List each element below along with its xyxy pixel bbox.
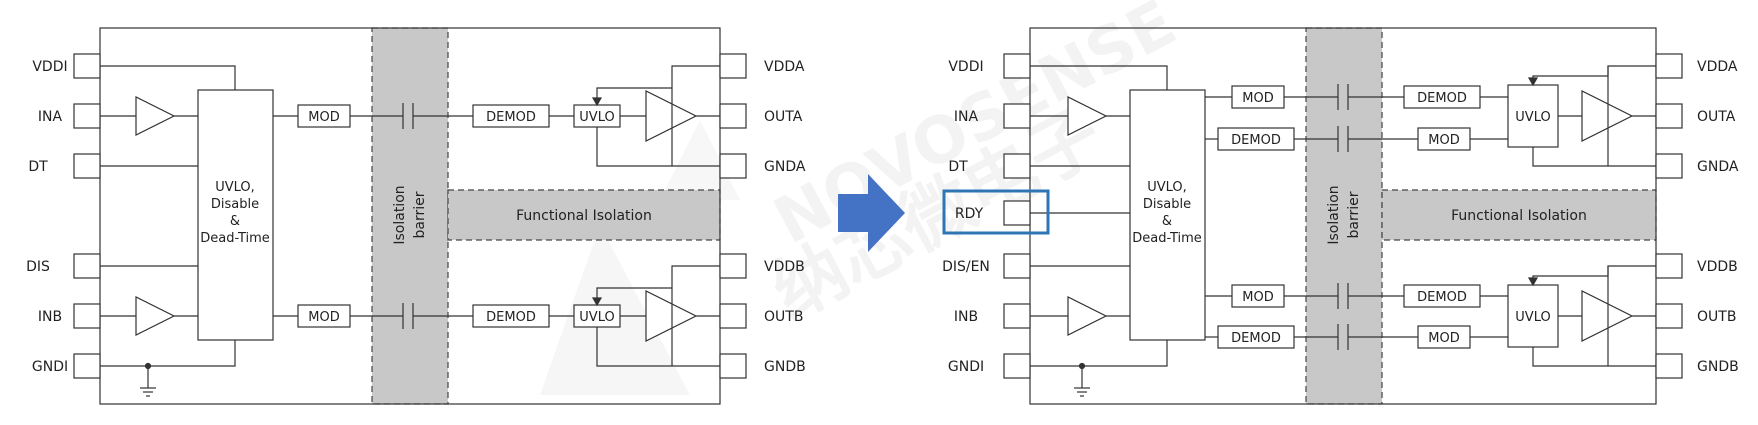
left-pin-ina: INA <box>38 109 63 125</box>
left-uvlo-b: UVLO <box>579 310 614 325</box>
left-pin-dis: DIS <box>26 259 50 275</box>
left-demod-b: DEMOD <box>486 310 536 325</box>
left-core-line-4: Dead-Time <box>200 231 270 246</box>
right-buffer-b <box>1067 296 1108 336</box>
right-pin-vddb: VDDB <box>1697 259 1738 275</box>
left-pin-gndi: GNDI <box>32 359 68 375</box>
right-pin-inb: INB <box>954 309 978 325</box>
right-pin-vdda: VDDA <box>1697 59 1738 75</box>
right-core-line-1: UVLO, <box>1147 180 1187 195</box>
left-pin-vdda: VDDA <box>764 59 805 75</box>
left-pin-gnda: GNDA <box>764 159 806 175</box>
left-core-block <box>197 89 274 341</box>
left-pin-inb: INB <box>38 309 62 325</box>
right-demod-a-fwd: DEMOD <box>1417 91 1467 106</box>
right-isolation-barrier <box>1305 27 1383 405</box>
right-core-line-3: & <box>1162 214 1172 229</box>
left-core-line-1: UVLO, <box>215 180 255 195</box>
right-core-line-2: Disable <box>1143 197 1191 212</box>
left-core-line-2: Disable <box>211 197 259 212</box>
right-pin-dis-en: DIS/EN <box>942 259 990 275</box>
right-barrier-line-2: barrier <box>1346 191 1362 238</box>
right-demod-a-back: DEMOD <box>1231 133 1281 148</box>
left-pin-gndb: GNDB <box>764 359 806 375</box>
right-buffer-a <box>1067 96 1108 136</box>
left-mod-a: MOD <box>308 110 339 125</box>
right-uvlo-b-box <box>1507 284 1559 348</box>
right-pin-gndb: GNDB <box>1697 359 1739 375</box>
right-uvlo-a: UVLO <box>1515 110 1550 125</box>
right-pin-outa: OUTA <box>1697 109 1736 125</box>
right-mod-a-fwd: MOD <box>1242 91 1273 106</box>
left-pin-outa: OUTA <box>764 109 803 125</box>
right-barrier-line-1: Isolation <box>1326 185 1342 244</box>
right-core-line-4: Dead-Time <box>1132 231 1202 246</box>
left-uvlo-a: UVLO <box>579 110 614 125</box>
left-pin-outb: OUTB <box>764 309 803 325</box>
right-pin-rdy: RDY <box>955 206 984 222</box>
left-pin-dt: DT <box>28 159 48 175</box>
right-diagram <box>942 27 1683 405</box>
left-package-outline <box>99 27 721 405</box>
right-pin-vddi: VDDI <box>948 59 983 75</box>
right-pin-outb: OUTB <box>1697 309 1736 325</box>
right-pin-dt: DT <box>948 159 968 175</box>
left-pin-vddi: VDDI <box>32 59 67 75</box>
right-demod-b-fwd: DEMOD <box>1417 290 1467 305</box>
right-labels: VDDI INA DT RDY DIS/EN INB GNDI VDDA OUT… <box>942 59 1739 375</box>
left-barrier-line-1: Isolation <box>392 185 408 244</box>
right-functional-isolation-label: Functional Isolation <box>1451 208 1587 224</box>
right-functional-isolation-box <box>1381 189 1657 241</box>
right-pin-ina: INA <box>954 109 979 125</box>
right-demod-b-back: DEMOD <box>1231 331 1281 346</box>
left-barrier-line-2: barrier <box>412 191 428 238</box>
left-core-line-3: & <box>230 214 240 229</box>
right-pin-gndi: GNDI <box>948 359 984 375</box>
left-mod-b: MOD <box>308 310 339 325</box>
right-mod-a-back: MOD <box>1428 133 1459 148</box>
left-diagram <box>73 27 747 405</box>
rdy-highlight-box <box>942 189 1050 235</box>
left-buffer-b <box>135 296 176 336</box>
left-labels: VDDI INA DT DIS INB GNDI VDDA OUTA GNDA … <box>26 59 806 375</box>
right-mod-b-fwd: MOD <box>1242 290 1273 305</box>
transition-arrow <box>838 174 905 252</box>
left-demod-a: DEMOD <box>486 110 536 125</box>
right-mod-b-back: MOD <box>1428 331 1459 346</box>
left-functional-isolation-label: Functional Isolation <box>516 208 652 224</box>
left-isolation-barrier <box>371 27 449 405</box>
left-functional-isolation-box <box>447 189 721 241</box>
left-buffer-a <box>135 96 176 136</box>
right-pin-gnda: GNDA <box>1697 159 1739 175</box>
right-uvlo-b: UVLO <box>1515 310 1550 325</box>
left-pin-vddb: VDDB <box>764 259 805 275</box>
